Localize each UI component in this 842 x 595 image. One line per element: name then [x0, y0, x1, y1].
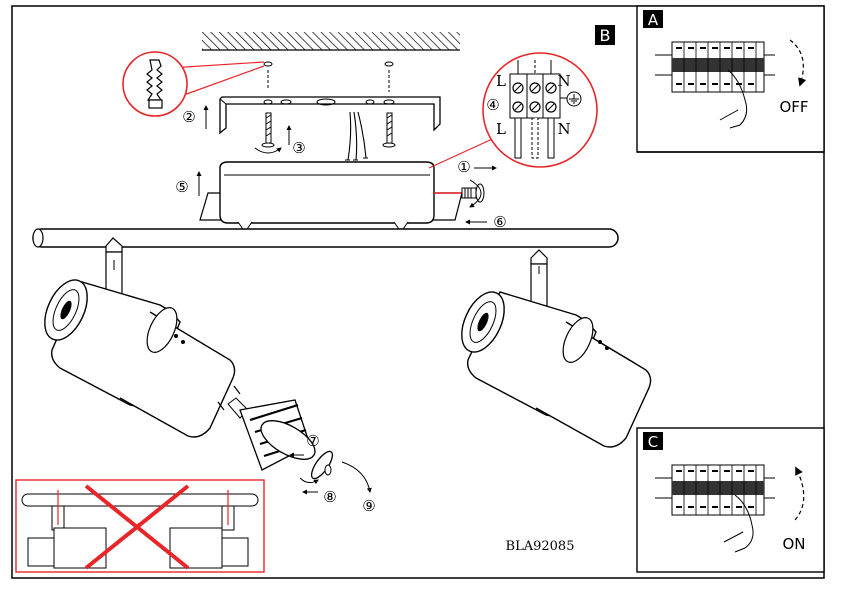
on-label: ON	[782, 535, 805, 553]
neutral-terminal-label-top: N	[557, 72, 570, 90]
step-8-label: ⑧	[323, 488, 336, 506]
wrong-orientation-inset	[15, 479, 265, 573]
neutral-terminal-label-bottom: N	[557, 120, 570, 138]
step-3-label: ③	[292, 139, 305, 157]
rotate-arrow	[341, 461, 372, 493]
ceiling-hole	[263, 61, 273, 67]
light-bar	[32, 228, 619, 248]
panel-switch-off: A OFF	[636, 5, 825, 153]
outer-frame	[11, 5, 825, 579]
live-terminal-label-top: L	[496, 72, 506, 90]
main-panel: B	[32, 25, 652, 554]
switch-up-arrow	[794, 466, 805, 521]
panel-label-on: C	[648, 433, 658, 451]
ceiling-hatch	[202, 32, 460, 50]
step-9-label: ⑨	[362, 497, 375, 515]
fuse-box	[655, 464, 775, 516]
panel-switch-on: C ON	[636, 427, 825, 573]
ceiling-screw	[261, 70, 275, 148]
ceiling-screw	[382, 70, 396, 148]
gu10-bulb	[217, 385, 316, 471]
wall-plug-detail	[122, 51, 265, 117]
hand-icon	[719, 69, 748, 129]
step-4-label: ④	[486, 96, 499, 114]
live-terminal-label-bottom: L	[496, 120, 506, 138]
supply-wires	[345, 111, 368, 161]
step-5-label: ⑤	[175, 178, 188, 196]
mounting-bracket	[219, 96, 441, 135]
step-7-label: ⑦	[306, 432, 319, 450]
spotlight-left	[44, 237, 236, 438]
step-6-label: ⑥	[493, 213, 506, 231]
panel-label-box	[595, 25, 615, 45]
ceiling-hole	[384, 61, 394, 67]
retaining-ring	[310, 450, 334, 480]
canopy	[199, 161, 463, 233]
step-2-label: ②	[182, 108, 195, 126]
fuse-box	[655, 41, 775, 93]
panel-label-off: A	[648, 11, 659, 29]
spotlight-right	[461, 249, 652, 448]
off-label: OFF	[779, 98, 808, 116]
rotate-arrow	[299, 477, 319, 485]
rotate-arrow	[254, 147, 282, 154]
side-screw	[433, 183, 485, 203]
terminal-block-detail	[428, 52, 598, 169]
model-number: BLA92085	[506, 539, 575, 554]
rotate-arrow	[469, 179, 482, 208]
panel-label-main: B	[600, 26, 611, 45]
hand-icon	[723, 494, 754, 553]
switch-down-arrow	[789, 39, 807, 87]
step-1-label: ①	[457, 158, 470, 176]
